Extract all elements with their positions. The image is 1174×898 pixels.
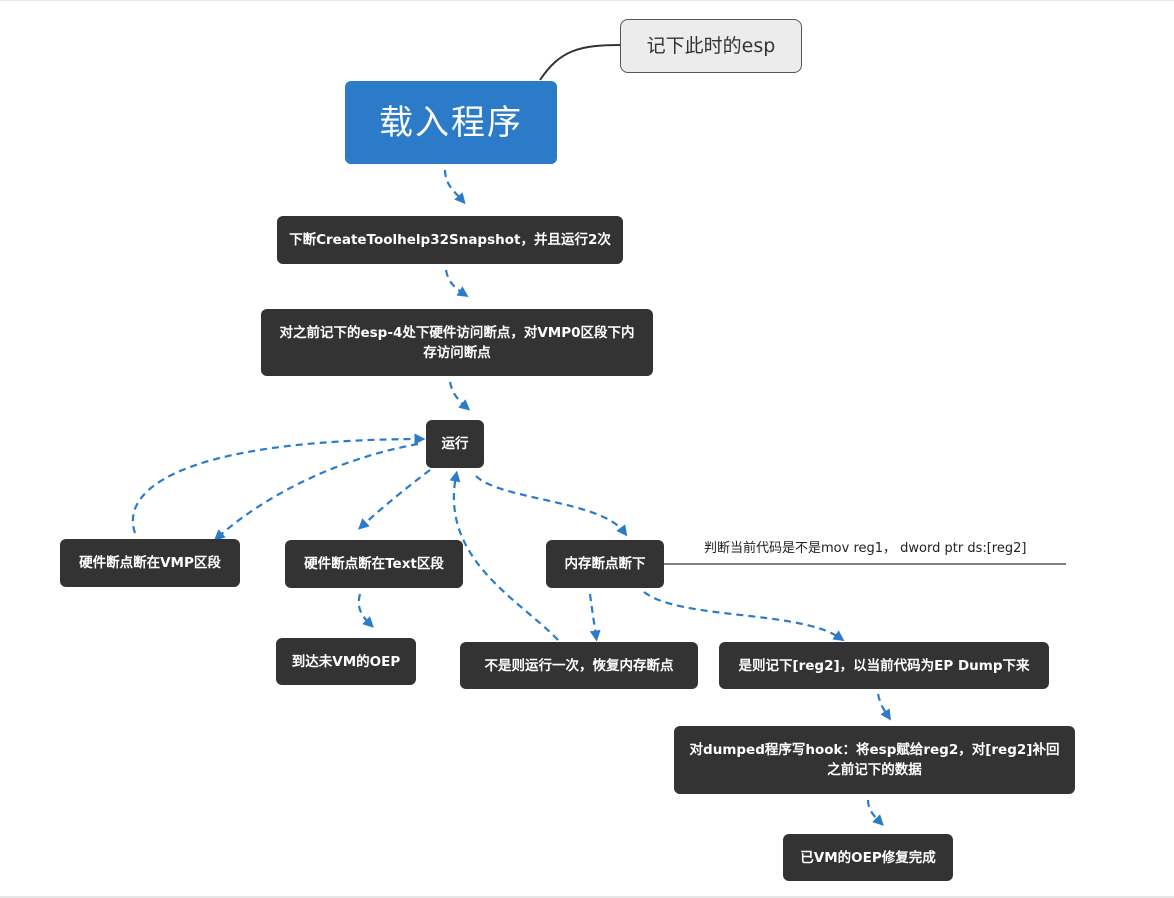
mem-break-note: 判断当前代码是不是mov reg1， dword ptr ds:[reg2]	[704, 541, 1027, 556]
edge-root-to-snapshot	[443, 169, 466, 205]
node-hw-bp[interactable]: 对之前记下的esp-4处下硬件访问断点，对VMP0区段下内存访问断点	[261, 309, 653, 376]
edge-notrun-to-run	[449, 470, 559, 641]
edge-hwbp-to-run	[448, 381, 471, 411]
frame-top-border	[0, 0, 1174, 1]
callout-connector	[539, 44, 621, 81]
node-bp-snapshot[interactable]: 下断CreateToolhelp32Snapshot，并且运行2次	[277, 216, 623, 264]
node-not-run-once[interactable]: 不是则运行一次，恢复内存断点	[460, 642, 698, 689]
edge-yesdump-to-hook	[876, 693, 892, 721]
root-node[interactable]: 载入程序	[345, 81, 557, 164]
edge-run-to-hwvmp	[213, 442, 419, 541]
edge-hwvmp-to-run	[131, 433, 426, 534]
node-reach-oep[interactable]: 到达未VM的OEP	[276, 638, 416, 685]
node-write-hook[interactable]: 对dumped程序写hook：将esp赋给reg2，对[reg2]补回之前记下的…	[674, 726, 1075, 794]
edge-membreak-to-yesdump	[643, 591, 845, 642]
frame-bottom-border	[0, 896, 1174, 898]
node-run[interactable]: 运行	[426, 420, 484, 468]
edge-snapshot-to-hwbp	[444, 269, 469, 298]
callout-node[interactable]: 记下此时的esp	[620, 19, 802, 73]
edge-run-to-hwtext	[357, 469, 431, 530]
edge-run-to-membreak	[475, 475, 628, 537]
edge-membreak-to-notrun	[588, 593, 601, 642]
node-yes-dump[interactable]: 是则记下[reg2]，以当前代码为EP Dump下来	[719, 642, 1049, 689]
node-hw-text[interactable]: 硬件断点断在Text区段	[285, 540, 463, 588]
edge-hwtext-to-oep	[357, 593, 374, 628]
node-hw-vmp[interactable]: 硬件断点断在VMP区段	[60, 539, 240, 587]
edge-hook-to-fixed	[866, 799, 884, 826]
node-mem-break[interactable]: 内存断点断下	[546, 540, 664, 588]
node-oep-fixed[interactable]: 已VM的OEP修复完成	[783, 834, 953, 881]
